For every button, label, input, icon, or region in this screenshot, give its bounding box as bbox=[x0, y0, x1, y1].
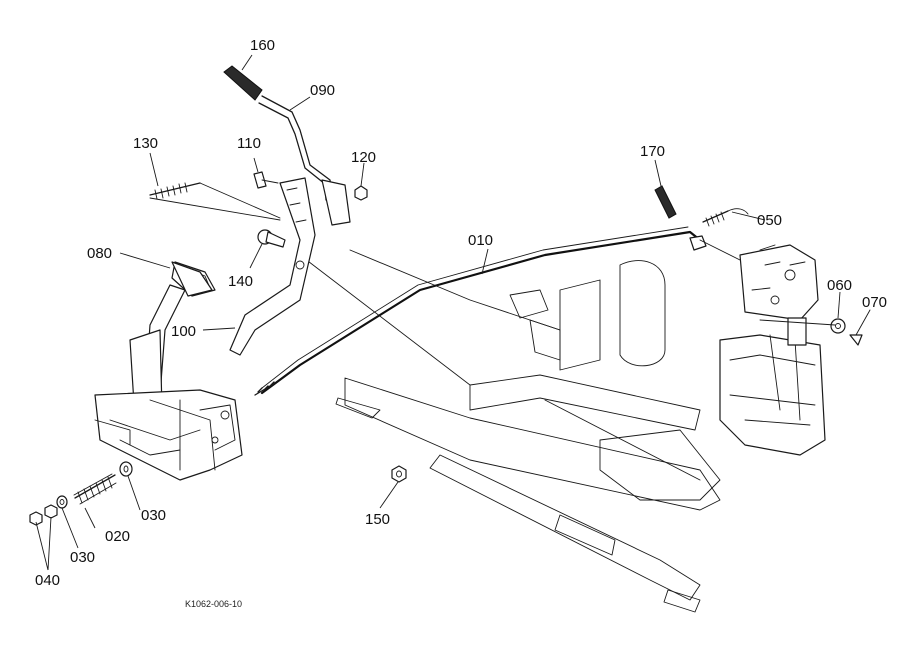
label-100: 100 bbox=[171, 323, 196, 340]
leader-lines bbox=[35, 54, 841, 571]
label-070: 070 bbox=[862, 294, 887, 311]
label-120: 120 bbox=[351, 149, 376, 166]
label-010: 010 bbox=[468, 232, 493, 249]
label-020: 020 bbox=[105, 528, 130, 545]
label-160: 160 bbox=[250, 37, 275, 54]
label-030-b: 030 bbox=[70, 549, 95, 566]
washer-030-b bbox=[56, 495, 68, 509]
pin-070 bbox=[849, 309, 871, 346]
pedal-pad-080 bbox=[171, 261, 213, 297]
nuts-040 bbox=[29, 504, 58, 526]
rod-010 bbox=[254, 226, 707, 396]
label-060: 060 bbox=[827, 277, 852, 294]
handle-090 bbox=[258, 95, 351, 226]
pedal-assembly bbox=[94, 261, 243, 481]
lever-100 bbox=[229, 177, 316, 356]
label-110: 110 bbox=[237, 135, 261, 152]
label-040: 040 bbox=[35, 572, 60, 589]
label-140: 140 bbox=[228, 273, 253, 290]
label-170: 170 bbox=[640, 143, 665, 160]
figure-code: K1062-006-10 bbox=[185, 599, 242, 609]
spring-050 bbox=[702, 208, 749, 227]
bolt-110 bbox=[253, 171, 279, 189]
label-050: 050 bbox=[757, 212, 782, 229]
spring-020 bbox=[73, 473, 117, 505]
pin-140 bbox=[257, 229, 286, 248]
spring-170 bbox=[654, 185, 677, 219]
nut-120 bbox=[354, 185, 368, 201]
washer-060 bbox=[830, 318, 846, 334]
frame-outline bbox=[299, 249, 721, 613]
nut-150 bbox=[391, 465, 407, 483]
spring-130 bbox=[149, 182, 281, 221]
transmission-housing bbox=[699, 239, 836, 456]
grip-160 bbox=[223, 65, 263, 101]
label-130: 130 bbox=[133, 135, 158, 152]
washer-030-a bbox=[119, 461, 133, 477]
label-090: 090 bbox=[310, 82, 335, 99]
label-150: 150 bbox=[365, 511, 390, 528]
label-030-a: 030 bbox=[141, 507, 166, 524]
label-080: 080 bbox=[87, 245, 112, 262]
part-labels: 010 020 030 030 040 050 060 070 080 090 … bbox=[35, 37, 887, 589]
